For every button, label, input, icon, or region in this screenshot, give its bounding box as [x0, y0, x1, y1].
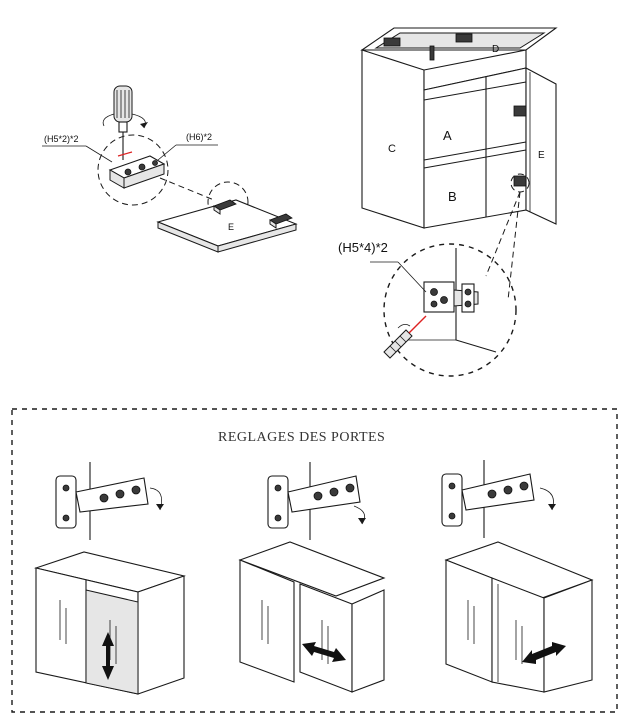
hinge-icon — [423, 281, 479, 313]
hinge-icon — [513, 105, 527, 187]
label-drawer-b: B — [448, 189, 457, 204]
screwdriver-icon — [102, 85, 148, 160]
adjustment-depth — [441, 460, 594, 693]
adjustments-box — [11, 408, 618, 713]
hinge-icon — [441, 460, 556, 538]
arrow-vertical-icon — [102, 632, 114, 680]
adjustment-vertical — [33, 462, 186, 695]
label-panel-c: C — [388, 143, 396, 155]
screwdriver-icon — [383, 315, 427, 359]
label-door-e-cabinet: E — [538, 150, 545, 161]
arrow-depth-icon — [522, 642, 566, 664]
hinge-icon — [108, 151, 166, 189]
label-hinge-screws: (H5*2)*2 — [44, 134, 79, 144]
adjustments-title: REGLAGES DES PORTES — [218, 430, 385, 445]
hinge-icon — [55, 462, 164, 540]
label-panel-d: D — [492, 44, 499, 55]
hinge-icon — [267, 462, 366, 540]
label-drawer-a: A — [443, 128, 452, 143]
label-screws-step2: (H5*4)*2 — [338, 240, 388, 255]
door-panel — [156, 199, 298, 253]
zoom-circle — [97, 134, 169, 206]
label-door-e: E — [228, 222, 234, 232]
arrow-horizontal-icon — [302, 642, 346, 662]
hinge-mounting-step — [42, 85, 298, 253]
zoom-circle-large — [383, 243, 517, 377]
hinge-screw-step — [370, 243, 517, 377]
adjustment-horizontal — [238, 462, 386, 693]
cabinet-assembly — [360, 27, 558, 301]
label-hinge: (H6)*2 — [186, 132, 212, 142]
